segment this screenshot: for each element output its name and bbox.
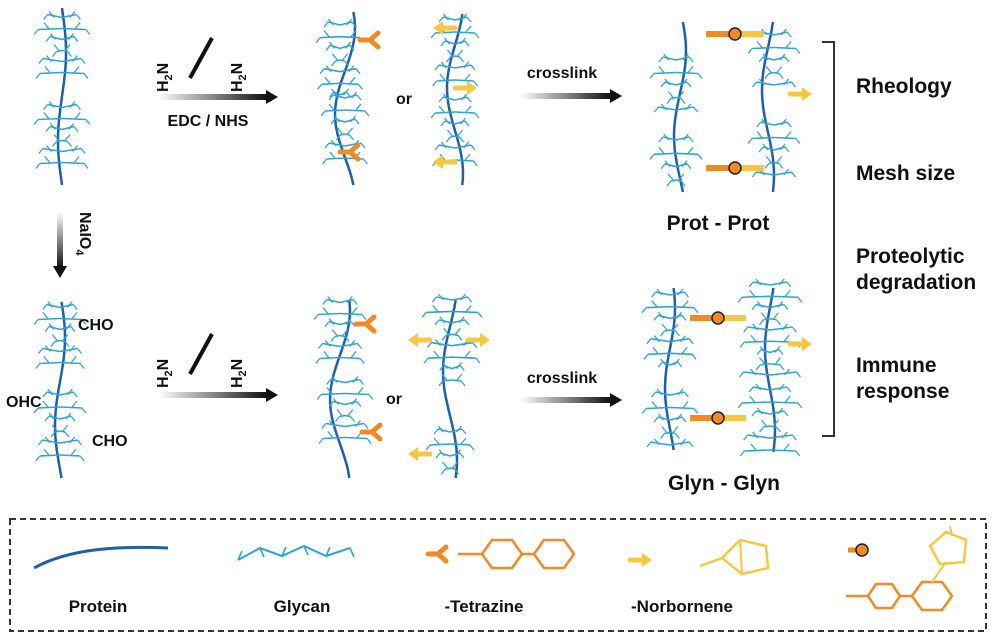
svg-text:H2N: H2N [155,63,175,92]
prot-prot-label: Prot - Prot [667,212,770,235]
coupling-label: EDC / NHS [168,113,249,130]
outcome-proteolytic: Proteolytic [856,245,965,268]
or-label-bottom: or [386,391,402,408]
crosslink-label-top: crosslink [527,65,597,82]
outcome-list: Rheology Mesh size Proteolytic degradati… [856,75,976,403]
prot-prot-hydrogel [649,21,812,193]
svg-text:H2N: H2N [229,359,249,388]
glycoprotein-tetrazine-protein [315,11,381,186]
cho-label-1: CHO [78,317,114,334]
legend-protein: Protein [69,597,128,616]
legend-box [9,518,987,632]
glycan-legend-icon [237,544,355,561]
outcome-degradation: degradation [856,271,976,294]
cho-label-2: CHO [92,433,128,450]
crosslink-arrow-bottom: crosslink [520,370,622,407]
naio4-arrow: NaIO4 [53,212,93,278]
amine-reagents-top: H2N H2N [155,37,249,92]
outcome-mesh-size: Mesh size [856,162,955,185]
svg-text:H2N: H2N [229,63,249,92]
glycoprotein-oxidized [33,301,87,479]
legend-tetrazine: -Tetrazine [444,597,523,616]
click-product-legend-icon [846,525,968,612]
amine-reagents-bottom: H2N H2N [155,333,278,402]
crosslink-arrow-top: crosslink [520,65,622,103]
glycoprotein-norbornene-protein [430,13,480,186]
outcome-response: response [856,380,949,403]
svg-text:NaIO4: NaIO4 [73,212,93,256]
legend-norbornene: -Norbornene [631,597,733,616]
ohc-label: OHC [6,394,42,411]
svg-text:H2N: H2N [155,359,175,388]
legend-glycan: Glycan [274,597,331,616]
outcome-bracket [822,41,835,437]
crosslink-label-bottom: crosslink [527,370,597,387]
or-label-top: or [396,91,412,108]
outcome-immune: Immune [856,354,937,377]
edc-nhs-arrow: EDC / NHS [158,90,278,130]
glycoprotein-tetrazine-glycan [313,296,383,479]
tetrazine-legend-icon [425,538,576,570]
glycoprotein-norbornene-glycan [408,293,490,479]
glyn-glyn-hydrogel [641,278,812,457]
glyn-glyn-label: Glyn - Glyn [668,472,780,495]
outcome-rheology: Rheology [856,75,952,98]
glycoprotein-native [33,7,91,186]
norbornene-legend-icon [627,538,770,576]
protein-legend-icon [33,545,169,570]
